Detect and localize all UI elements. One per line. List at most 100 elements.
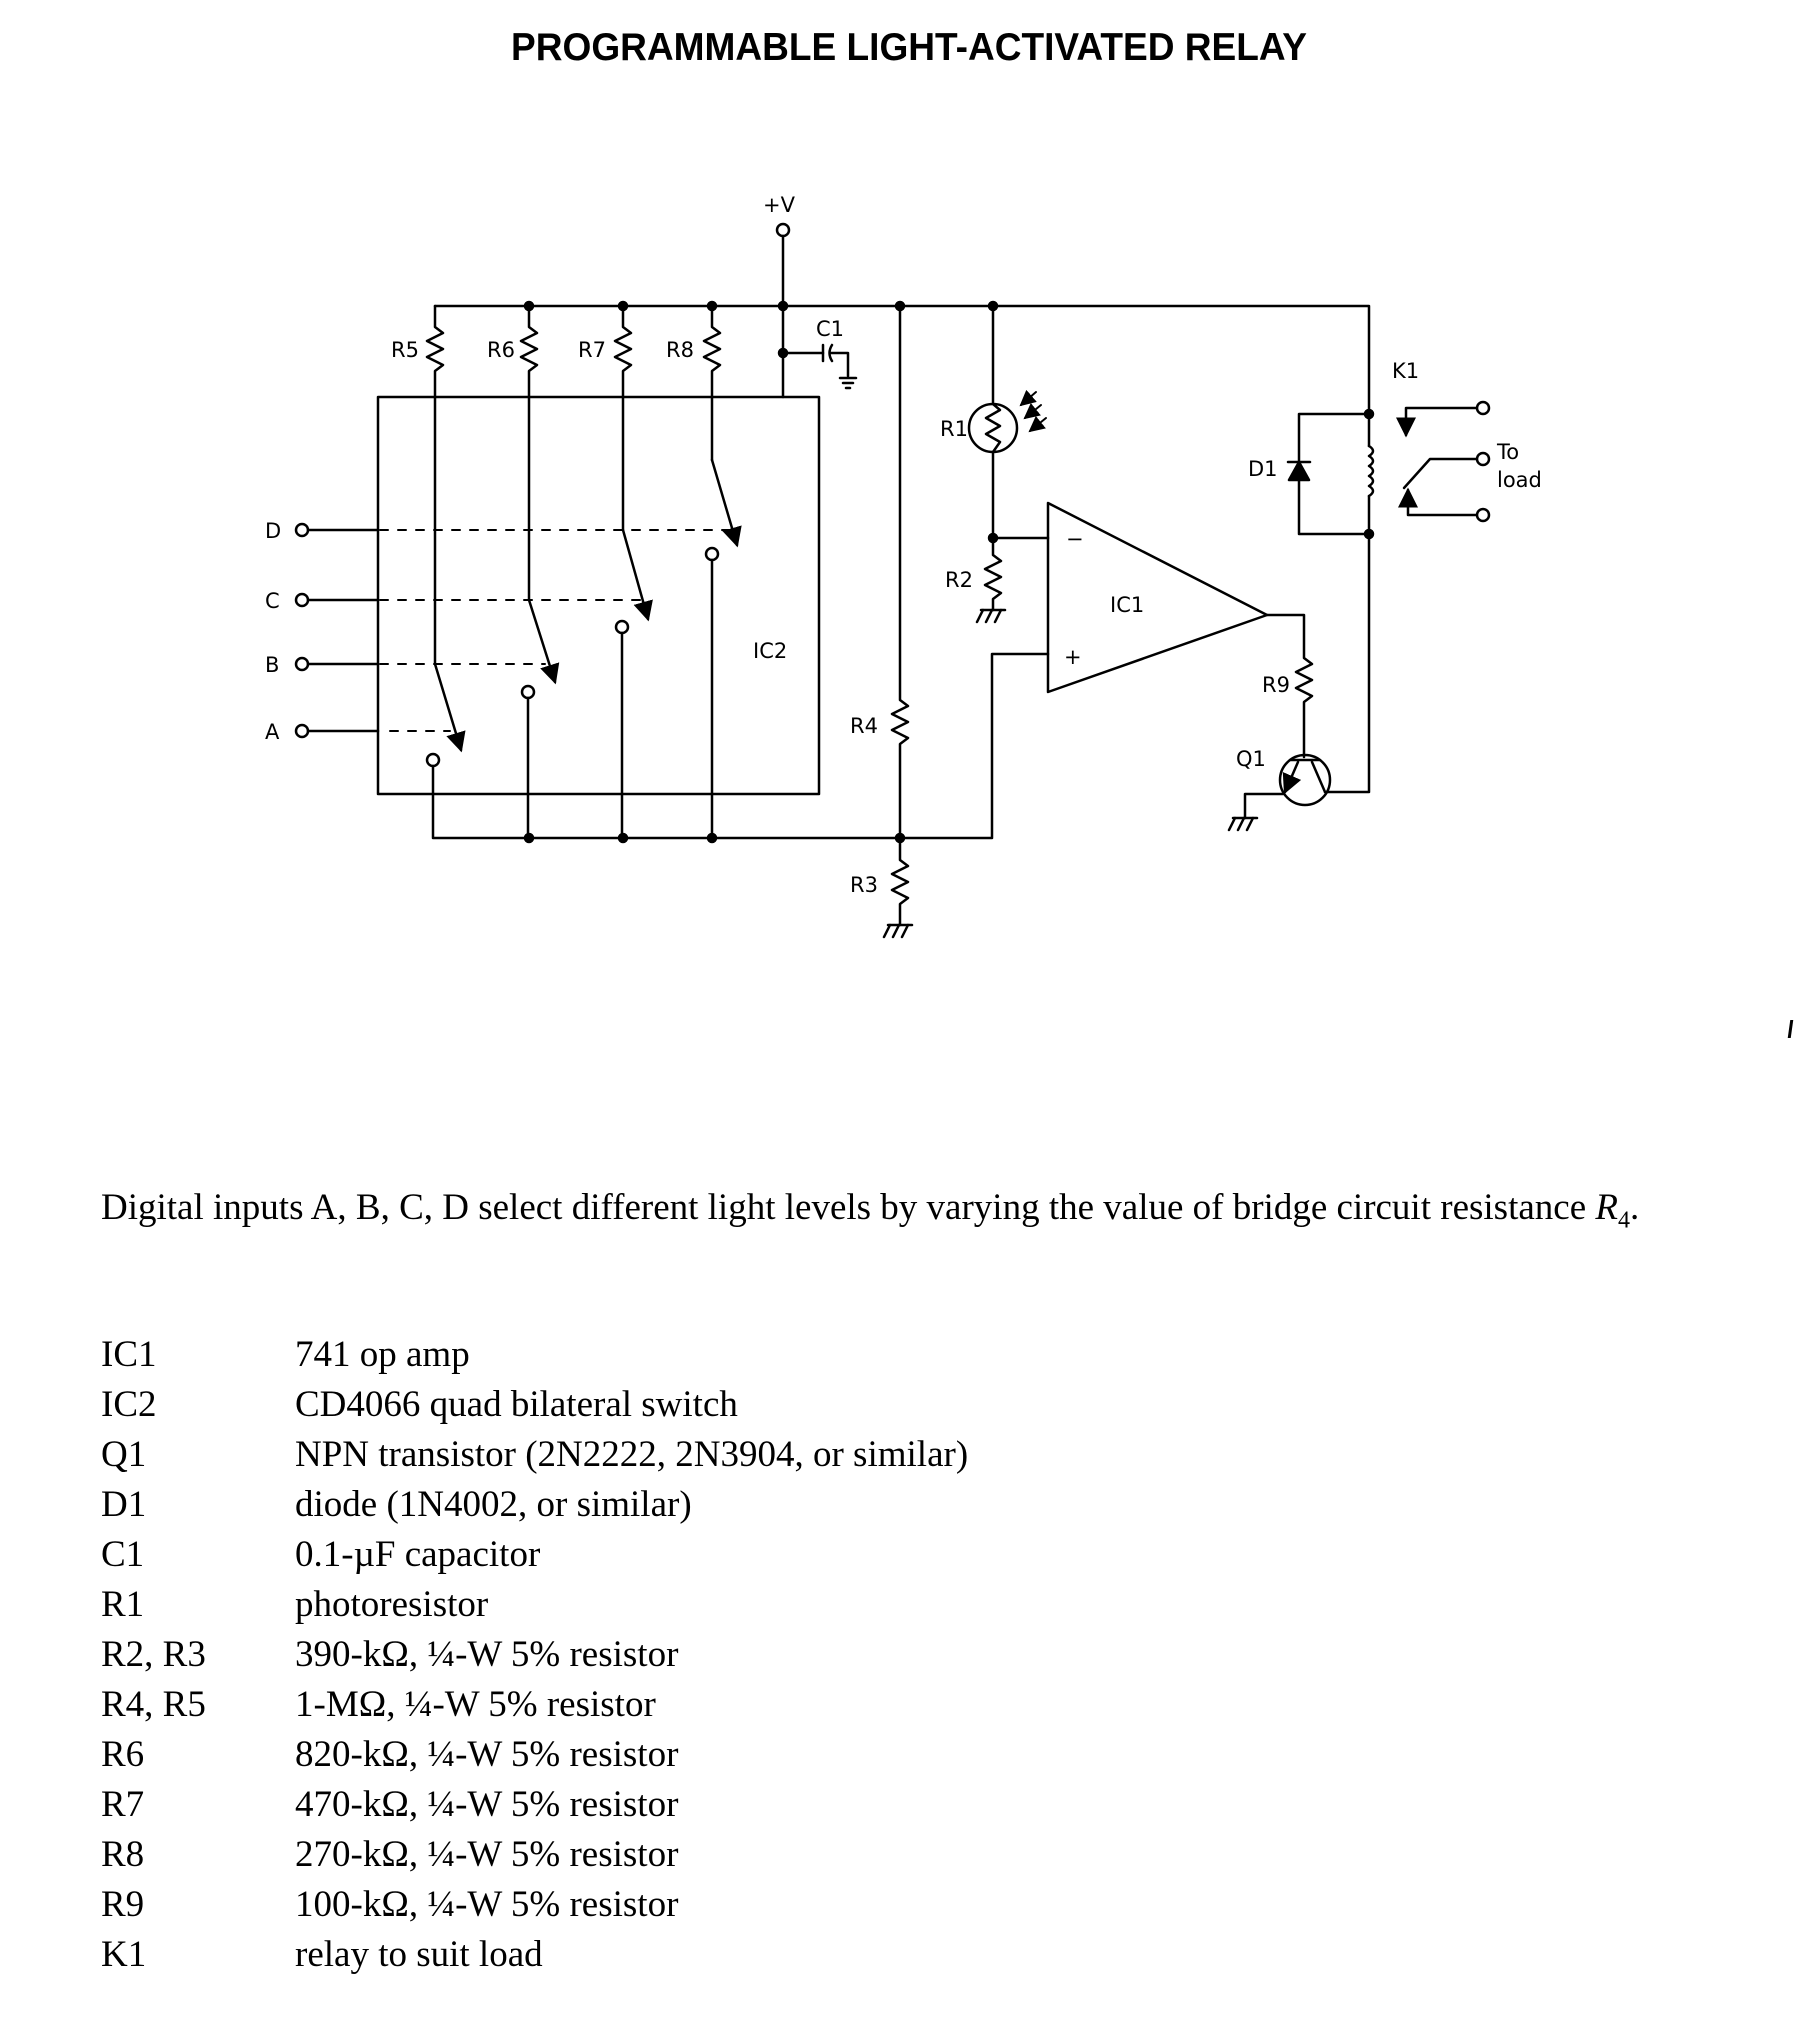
part-designator: R1: [101, 1584, 145, 1625]
switch-a-blade: [433, 662, 466, 753]
stray-mark: [1787, 1020, 1794, 1038]
photoresistor-r1: R1: [940, 304, 1047, 540]
svg-text:R4: R4: [850, 714, 878, 738]
page-title: PROGRAMMABLE LIGHT-ACTIVATED RELAY: [511, 26, 1307, 69]
ground-icon: [882, 923, 914, 939]
part-description: 0.1-µF capacitor: [295, 1534, 541, 1575]
part-designator: Q1: [101, 1434, 147, 1475]
resistor-r5: R5: [391, 304, 445, 666]
load-label-line1: To: [1496, 440, 1519, 464]
part-description: 1-MΩ, ¼-W 5% resistor: [295, 1684, 656, 1725]
switch-contacts: [425, 546, 902, 844]
noninverting-wire: [898, 652, 1050, 840]
part-designator: C1: [101, 1534, 145, 1575]
part-description: CD4066 quad bilateral switch: [295, 1384, 738, 1425]
supply-terminal: +V: [763, 193, 796, 399]
parts-list-row: R1 photoresistor: [101, 1580, 968, 1630]
part-designator: R6: [101, 1734, 145, 1775]
switch-b-blade: [527, 598, 560, 685]
parts-list-row: IC1 741 op amp: [101, 1330, 968, 1380]
part-designator: R4, R5: [101, 1684, 206, 1725]
parts-list-row: R7 470-kΩ, ¼-W 5% resistor: [101, 1780, 968, 1830]
part-description: relay to suit load: [295, 1934, 543, 1975]
part-description: 820-kΩ, ¼-W 5% resistor: [295, 1734, 679, 1775]
part-designator: R7: [101, 1784, 145, 1825]
svg-text:Q1: Q1: [1236, 747, 1266, 771]
part-description: 270-kΩ, ¼-W 5% resistor: [295, 1834, 679, 1875]
diode-d1: D1: [1248, 412, 1371, 536]
parts-list-row: R6 820-kΩ, ¼-W 5% resistor: [101, 1730, 968, 1780]
part-designator: K1: [101, 1934, 147, 1975]
part-designator: IC2: [101, 1384, 157, 1425]
svg-text:R2: R2: [945, 568, 973, 592]
part-designator: R8: [101, 1834, 145, 1875]
resistor-r7: R7: [578, 304, 633, 532]
light-arrows-icon: [1019, 389, 1047, 433]
svg-text:R9: R9: [1262, 673, 1290, 697]
part-description: NPN transistor (2N2222, 2N3904, or simil…: [295, 1434, 969, 1475]
parts-list-row: R9 100-kΩ, ¼-W 5% resistor: [101, 1880, 968, 1930]
svg-text:C: C: [265, 589, 280, 613]
part-description: 470-kΩ, ¼-W 5% resistor: [295, 1784, 679, 1825]
resistor-r9: R9: [1262, 613, 1314, 759]
resistor-r4: R4: [850, 304, 910, 840]
ic2-label: IC2: [753, 639, 787, 663]
ic2-quad-switch: IC2: [376, 395, 821, 796]
part-designator: R2, R3: [101, 1634, 206, 1675]
svg-text:R8: R8: [666, 338, 694, 362]
capacitor-c1: C1: [777, 317, 858, 390]
input-d[interactable]: D: [265, 519, 736, 543]
switch-blades: [433, 458, 742, 753]
opamp-plus: +: [1064, 645, 1082, 669]
part-description: 100-kΩ, ¼-W 5% resistor: [295, 1884, 679, 1925]
input-c[interactable]: C: [265, 589, 641, 613]
opamp-minus: −: [1066, 527, 1084, 551]
svg-text:A: A: [265, 720, 280, 744]
svg-text:R7: R7: [578, 338, 606, 362]
control-inputs: D C B A: [265, 519, 736, 744]
svg-text:R3: R3: [850, 873, 878, 897]
input-b[interactable]: B: [265, 653, 546, 677]
switch-c-blade: [621, 528, 653, 622]
circuit-schematic: +V C1 R5 R6 R7 R8: [265, 193, 1542, 939]
switch-d-blade: [710, 458, 742, 548]
capacitor-label: C1: [816, 317, 844, 341]
resistor-r8: R8: [666, 304, 722, 462]
svg-text:B: B: [265, 653, 279, 677]
ground-icon: [975, 608, 1007, 624]
svg-text:R5: R5: [391, 338, 419, 362]
parts-list-row: C1 0.1-µF capacitor: [101, 1530, 968, 1580]
parts-list-row: R4, R5 1-MΩ, ¼-W 5% resistor: [101, 1680, 968, 1730]
relay-contacts: [1396, 406, 1479, 517]
load-label-line2: load: [1497, 468, 1542, 492]
circuit-description: Digital inputs A, B, C, D select differe…: [101, 1187, 1640, 1234]
part-description: photoresistor: [295, 1584, 489, 1625]
parts-list-row: Q1 NPN transistor (2N2222, 2N3904, or sim…: [101, 1430, 968, 1480]
parts-list-row: IC2 CD4066 quad bilateral switch: [101, 1380, 968, 1430]
resistor-r2: R2: [945, 536, 1007, 624]
svg-text:R1: R1: [940, 417, 968, 441]
svg-text:D1: D1: [1248, 457, 1278, 481]
parts-list-row: K1 relay to suit load: [101, 1930, 968, 1980]
part-designator: D1: [101, 1484, 147, 1525]
resistor-r6: R6: [487, 304, 539, 602]
part-description: diode (1N4002, or similar): [295, 1484, 692, 1525]
part-description: 390-kΩ, ¼-W 5% resistor: [295, 1634, 679, 1675]
svg-text:D: D: [265, 519, 281, 543]
opamp-ic1: − + IC1: [1046, 501, 1269, 694]
supply-label: +V: [763, 193, 796, 217]
ground-icon: [1227, 816, 1259, 832]
resistor-r3: R3: [850, 836, 914, 939]
parts-list-row: D1 diode (1N4002, or similar): [101, 1480, 968, 1530]
part-designator: R9: [101, 1884, 145, 1925]
parts-list-row: R2, R3 390-kΩ, ¼-W 5% resistor: [101, 1630, 968, 1680]
load-terminals[interactable]: To load: [1475, 400, 1542, 523]
input-a[interactable]: A: [265, 720, 451, 744]
part-designator: IC1: [101, 1334, 157, 1375]
transistor-q1: Q1: [1227, 532, 1371, 832]
part-description: 741 op amp: [295, 1334, 470, 1375]
ic1-label: IC1: [1110, 593, 1144, 617]
svg-text:R6: R6: [487, 338, 515, 362]
relay-label: K1: [1392, 359, 1419, 383]
